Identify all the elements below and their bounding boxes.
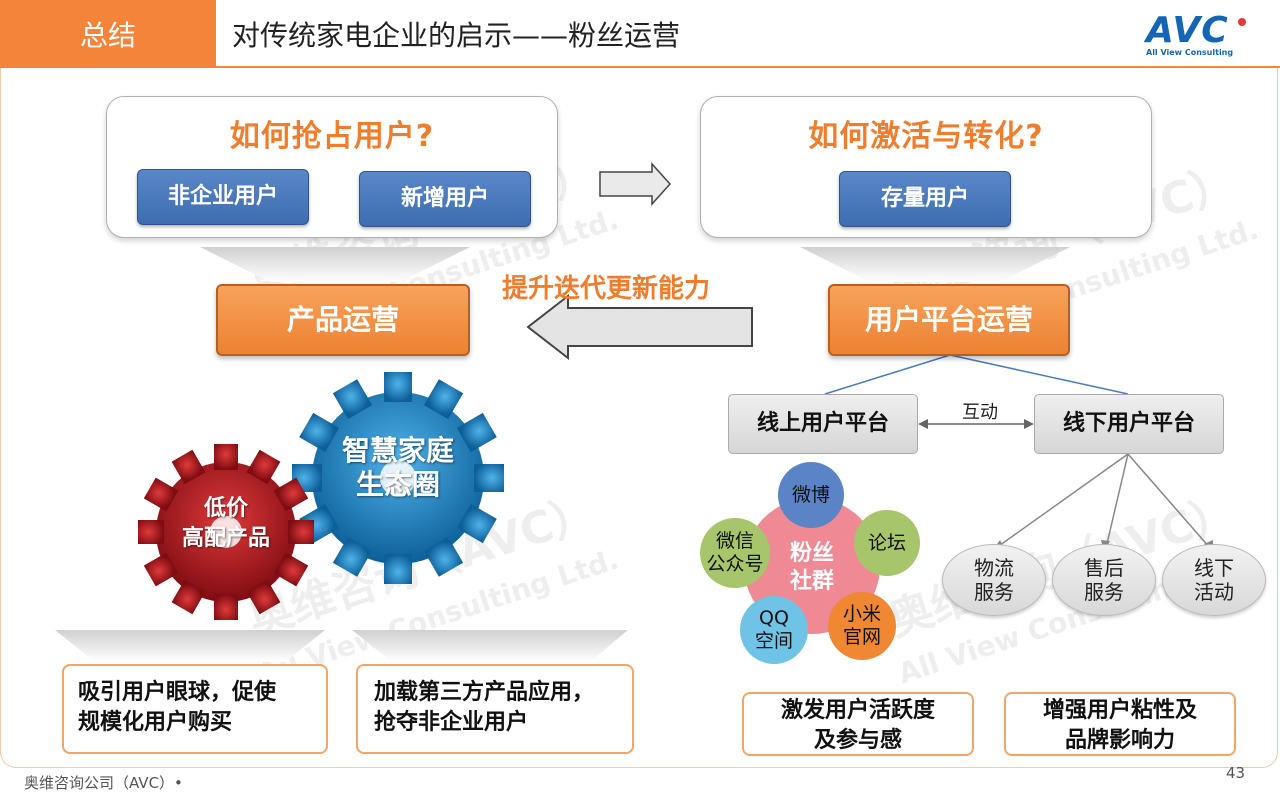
page-title: 对传统家电企业的启示——粉丝运营 (232, 19, 681, 52)
arrow-left-icon (526, 293, 753, 361)
wechat-label: 微信 公众号 (706, 530, 764, 575)
qq-circle[interactable]: QQ 空间 (740, 596, 808, 664)
qq-label: QQ 空间 (754, 607, 793, 652)
wechat-circle[interactable]: 微信 公众号 (700, 518, 770, 588)
new-users-button[interactable]: 新增用户 (359, 171, 531, 227)
user-platform-ops-button[interactable]: 用户平台运营 (828, 284, 1070, 356)
logo-subtitle: All View Consulting (1146, 48, 1234, 57)
acquire-users-panel: 如何抢占用户? 非企业用户 新增用户 (106, 96, 558, 238)
gear-blue-icon (292, 372, 504, 584)
acquire-question: 如何抢占用户? (229, 119, 435, 154)
low-price-label: 低价 高配产品 (181, 496, 270, 551)
header-divider (216, 66, 1280, 68)
interaction-label: 互动 (962, 402, 998, 423)
xiaomi-circle[interactable]: 小米 官网 (828, 592, 896, 660)
funnel-result-1 (55, 630, 325, 662)
result-third-party-apps: 加载第三方产品应用， 抢夺非企业用户 (356, 664, 634, 754)
result-brand: 增强用户粘性及 品牌影响力 (1004, 692, 1236, 756)
weibo-label: 微博 (791, 483, 830, 506)
offline-platform-button[interactable]: 线下用户平台 (1034, 394, 1224, 454)
iteration-label: 提升迭代更新能力 (502, 274, 711, 304)
gear-red-icon (138, 444, 314, 620)
result-attract-users: 吸引用户眼球，促使 规模化用户购买 (62, 664, 328, 754)
xiaomi-label: 小米 官网 (842, 603, 881, 648)
logo-mark: AVC (1146, 10, 1229, 51)
funnel-right (800, 247, 1070, 282)
offline-activity[interactable]: 线下 活动 (1162, 544, 1266, 616)
activate-question: 如何激活与转化? (808, 119, 1044, 154)
arrow-right-icon (599, 162, 672, 206)
funnel-result-2 (352, 630, 628, 662)
logo-dot-icon (1238, 18, 1246, 26)
result-activity: 激发用户活跃度 及参与感 (742, 692, 974, 756)
activate-users-panel: 如何激活与转化? 存量用户 (700, 96, 1152, 238)
content-frame (0, 68, 1278, 768)
non-enterprise-users-button[interactable]: 非企业用户 (137, 169, 309, 225)
section-tag: 总结 (0, 0, 216, 68)
funnel-left (200, 247, 470, 282)
weibo-circle[interactable]: 微博 (778, 462, 844, 528)
avc-logo: AVC All View Consulting (1146, 10, 1250, 60)
logistics-service[interactable]: 物流 服务 (942, 544, 1046, 616)
online-platform-button[interactable]: 线上用户平台 (728, 394, 918, 454)
forum-circle[interactable]: 论坛 (854, 510, 920, 576)
forum-label: 论坛 (867, 531, 906, 554)
product-ops-button[interactable]: 产品运营 (216, 284, 470, 356)
fan-community-label: 粉丝 社群 (789, 541, 834, 594)
existing-users-button[interactable]: 存量用户 (839, 171, 1011, 227)
after-sales-service[interactable]: 售后 服务 (1052, 544, 1156, 616)
smart-home-label: 智慧家庭 生态圈 (341, 434, 454, 501)
page-number: 43 (1226, 764, 1246, 782)
footer-company: 奥维咨询公司（AVC）• (24, 774, 183, 792)
